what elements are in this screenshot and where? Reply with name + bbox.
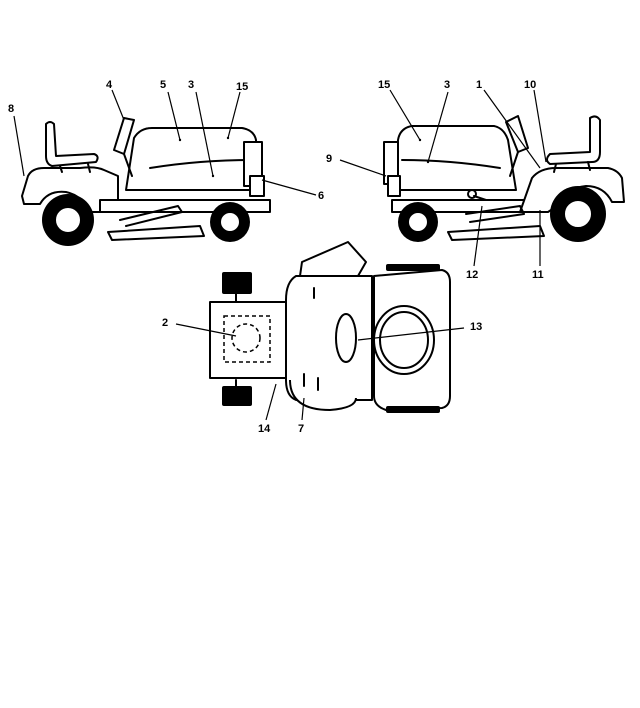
- tractor-right-side-view: [383, 115, 625, 242]
- callouts-left: 8 4 5 3 15 6: [8, 79, 324, 202]
- tractor-top-view: [209, 241, 451, 413]
- leader-lines-top: [175, 323, 465, 421]
- callout-label: 4: [106, 79, 113, 91]
- callout-label: 9: [326, 153, 332, 165]
- callout-label: 12: [466, 269, 478, 281]
- callout-label: 15: [236, 81, 248, 93]
- callout-label: 13: [470, 321, 482, 333]
- callout-label: 3: [444, 79, 450, 91]
- callout-label: 6: [318, 190, 324, 202]
- tractor-left-side-view: [21, 117, 271, 246]
- callout-label: 15: [378, 79, 390, 91]
- leader-lines-right: [339, 89, 547, 267]
- callout-label: 3: [188, 79, 194, 91]
- callouts-top: 2 13 14 7: [162, 317, 482, 435]
- callout-label: 8: [8, 103, 14, 115]
- callout-label: 14: [258, 423, 271, 435]
- callout-label: 11: [532, 269, 544, 281]
- callout-label: 5: [160, 79, 166, 91]
- callout-label: 7: [298, 423, 304, 435]
- leader-lines-left: [13, 89, 317, 196]
- callout-label: 2: [162, 317, 168, 329]
- callout-label: 1: [476, 79, 482, 91]
- callouts-right: 15 3 1 10 9 12 11: [326, 79, 544, 281]
- callout-label: 10: [524, 79, 536, 91]
